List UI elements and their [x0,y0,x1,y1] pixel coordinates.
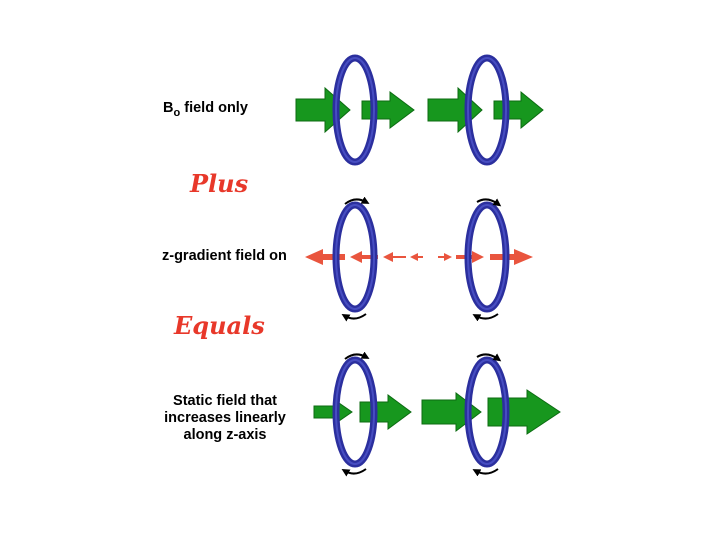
field-arrow-icon [493,90,544,130]
gradient-arrow-icon [350,251,378,263]
field-arrow-icon [295,86,351,134]
field-arrow-icon [361,91,415,129]
static-field-line-2: increases linearly [164,410,286,426]
field-arrow-icon [421,391,482,433]
gradient-row [305,196,533,322]
gradient-arrow-icon [410,253,423,261]
gradient-arrow-icon [438,253,452,261]
b0-symbol: B [163,100,174,116]
current-arrow-icon [472,468,499,477]
plus-connector: Plus [190,169,249,198]
b0-row [295,54,544,166]
gradient-arrow-icon [305,249,345,265]
field-arrow-icon [359,394,412,430]
b0-subscript: o [173,107,181,119]
current-arrow-icon [341,313,367,322]
current-arrow-icon [344,351,370,360]
gradient-arrow-icon [383,252,406,262]
static-field-line-3: along z-axis [183,427,267,443]
field-arrow-icon [427,86,483,134]
b0-field-only-text: field only [180,100,248,116]
equals-connector: Equals [174,311,265,340]
current-arrow-icon [476,353,502,362]
current-arrow-icon [476,198,502,207]
static-field-line-1: Static field that [173,393,277,409]
b0-field-only-label: Bo field only [163,100,248,122]
field-arrow-icon [487,389,561,435]
static-field-label: Static field that increases linearly alo… [160,393,290,444]
z-gradient-field-label: z-gradient field on [162,248,287,264]
current-arrow-icon [344,196,370,205]
current-arrow-icon [472,313,499,322]
current-arrow-icon [341,468,367,477]
result-row [313,351,561,477]
gradient-arrow-icon [490,249,533,265]
